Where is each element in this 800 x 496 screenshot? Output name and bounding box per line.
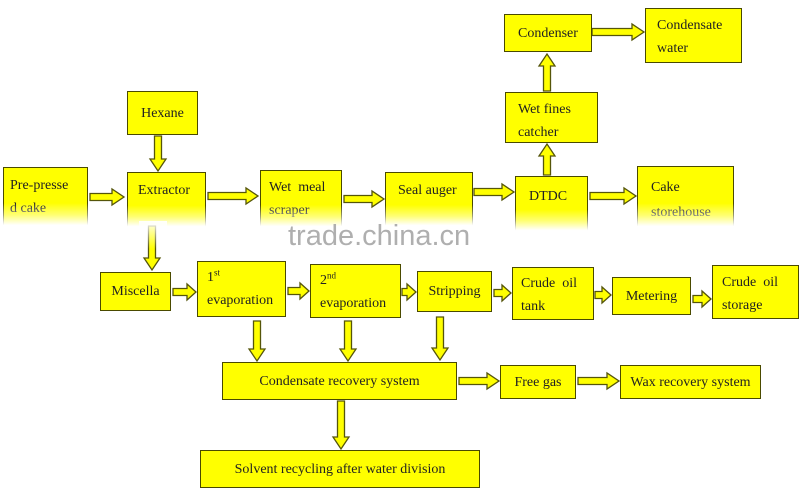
node-crude-oil-tank: Crude oil tank	[512, 267, 594, 320]
node-label: Pre-presse	[10, 178, 69, 193]
flow-arrow	[458, 371, 501, 391]
node-wax-recovery-system: Wax recovery system	[620, 365, 761, 399]
node-first-evaporation: 1st evaporation	[197, 261, 286, 317]
flow-arrow	[430, 316, 450, 362]
node-label: Miscella	[111, 284, 160, 299]
node-crude-oil-storage: Crude oil storage	[712, 265, 799, 319]
flow-arrow	[401, 282, 417, 302]
flow-arrow	[692, 289, 712, 309]
flow-arrow	[287, 281, 310, 301]
flow-arrow	[148, 135, 168, 173]
node-metering: Metering	[612, 277, 691, 315]
flow-arrow	[537, 52, 557, 92]
flow-arrow	[207, 186, 260, 206]
node-label: Cake	[651, 180, 680, 195]
node-label: evaporation	[207, 293, 274, 308]
node-label: tank	[521, 299, 546, 314]
watermark-text: trade.china.cn	[288, 220, 471, 252]
node-label: storehouse	[651, 205, 711, 220]
flow-arrow	[247, 320, 267, 363]
flow-arrow	[343, 189, 386, 209]
flow-arrow	[577, 371, 621, 391]
flow-arrow	[473, 182, 516, 202]
node-label: Hexane	[141, 105, 184, 121]
flow-arrow	[172, 282, 197, 302]
flow-arrow	[331, 400, 351, 451]
node-label: Extractor	[138, 183, 191, 198]
node-label: Condensate	[657, 18, 723, 33]
node-label: Metering	[625, 288, 678, 304]
node-second-evaporation: 2nd evaporation	[310, 264, 401, 318]
node-miscella: Miscella	[100, 272, 171, 311]
node-seal-auger: Seal auger	[385, 172, 473, 227]
node-label: Wax recovery system	[630, 374, 751, 390]
node-label: Crude oil	[521, 276, 577, 291]
node-extractor: Extractor	[127, 172, 206, 228]
node-dtdc: DTDC	[515, 176, 588, 232]
node-label: catcher	[518, 125, 559, 140]
node-wet-fines-catcher: Wet fines catcher	[505, 92, 598, 143]
flow-arrow	[591, 22, 646, 42]
node-label: Wet fines	[518, 102, 571, 117]
node-stripping: Stripping	[417, 271, 492, 312]
node-wet-meal-scraper: Wet meal scraper	[260, 170, 342, 228]
flow-arrow	[338, 320, 358, 363]
node-cake-storehouse: Cake storehouse	[637, 166, 734, 228]
flow-arrow	[589, 186, 638, 206]
node-label: water	[657, 41, 689, 56]
node-condensate-recovery-system: Condensate recovery system	[222, 362, 457, 400]
node-label: Solvent recycling after water division	[234, 461, 446, 477]
node-label: Free gas	[514, 374, 562, 390]
node-hexane: Hexane	[127, 91, 198, 135]
node-label: Crude oil	[722, 275, 778, 290]
node-label: Condensate recovery system	[259, 373, 420, 389]
node-label: Stripping	[428, 284, 481, 299]
node-label: Wet meal	[269, 180, 326, 195]
node-label: 1st	[207, 267, 221, 285]
node-label: 2nd	[320, 270, 336, 288]
node-label: storage	[722, 298, 763, 313]
node-condensate-water: Condensate water	[645, 8, 742, 63]
flow-arrow	[89, 187, 126, 207]
node-pre-pressed-cake: Pre-presse d cake	[3, 167, 88, 227]
node-label: scraper	[269, 203, 310, 218]
node-solvent-recycling: Solvent recycling after water division	[200, 450, 480, 488]
flow-arrow	[537, 142, 557, 176]
node-label: evaporation	[320, 296, 387, 311]
flow-arrow	[493, 283, 512, 303]
node-label: Seal auger	[398, 183, 457, 198]
flow-arrow	[594, 285, 612, 305]
node-label: d cake	[10, 201, 47, 216]
fade-overlay	[139, 221, 167, 249]
node-free-gas: Free gas	[500, 365, 576, 399]
node-label: Condenser	[518, 25, 578, 41]
node-label: DTDC	[529, 189, 568, 204]
node-condenser: Condenser	[504, 14, 592, 52]
